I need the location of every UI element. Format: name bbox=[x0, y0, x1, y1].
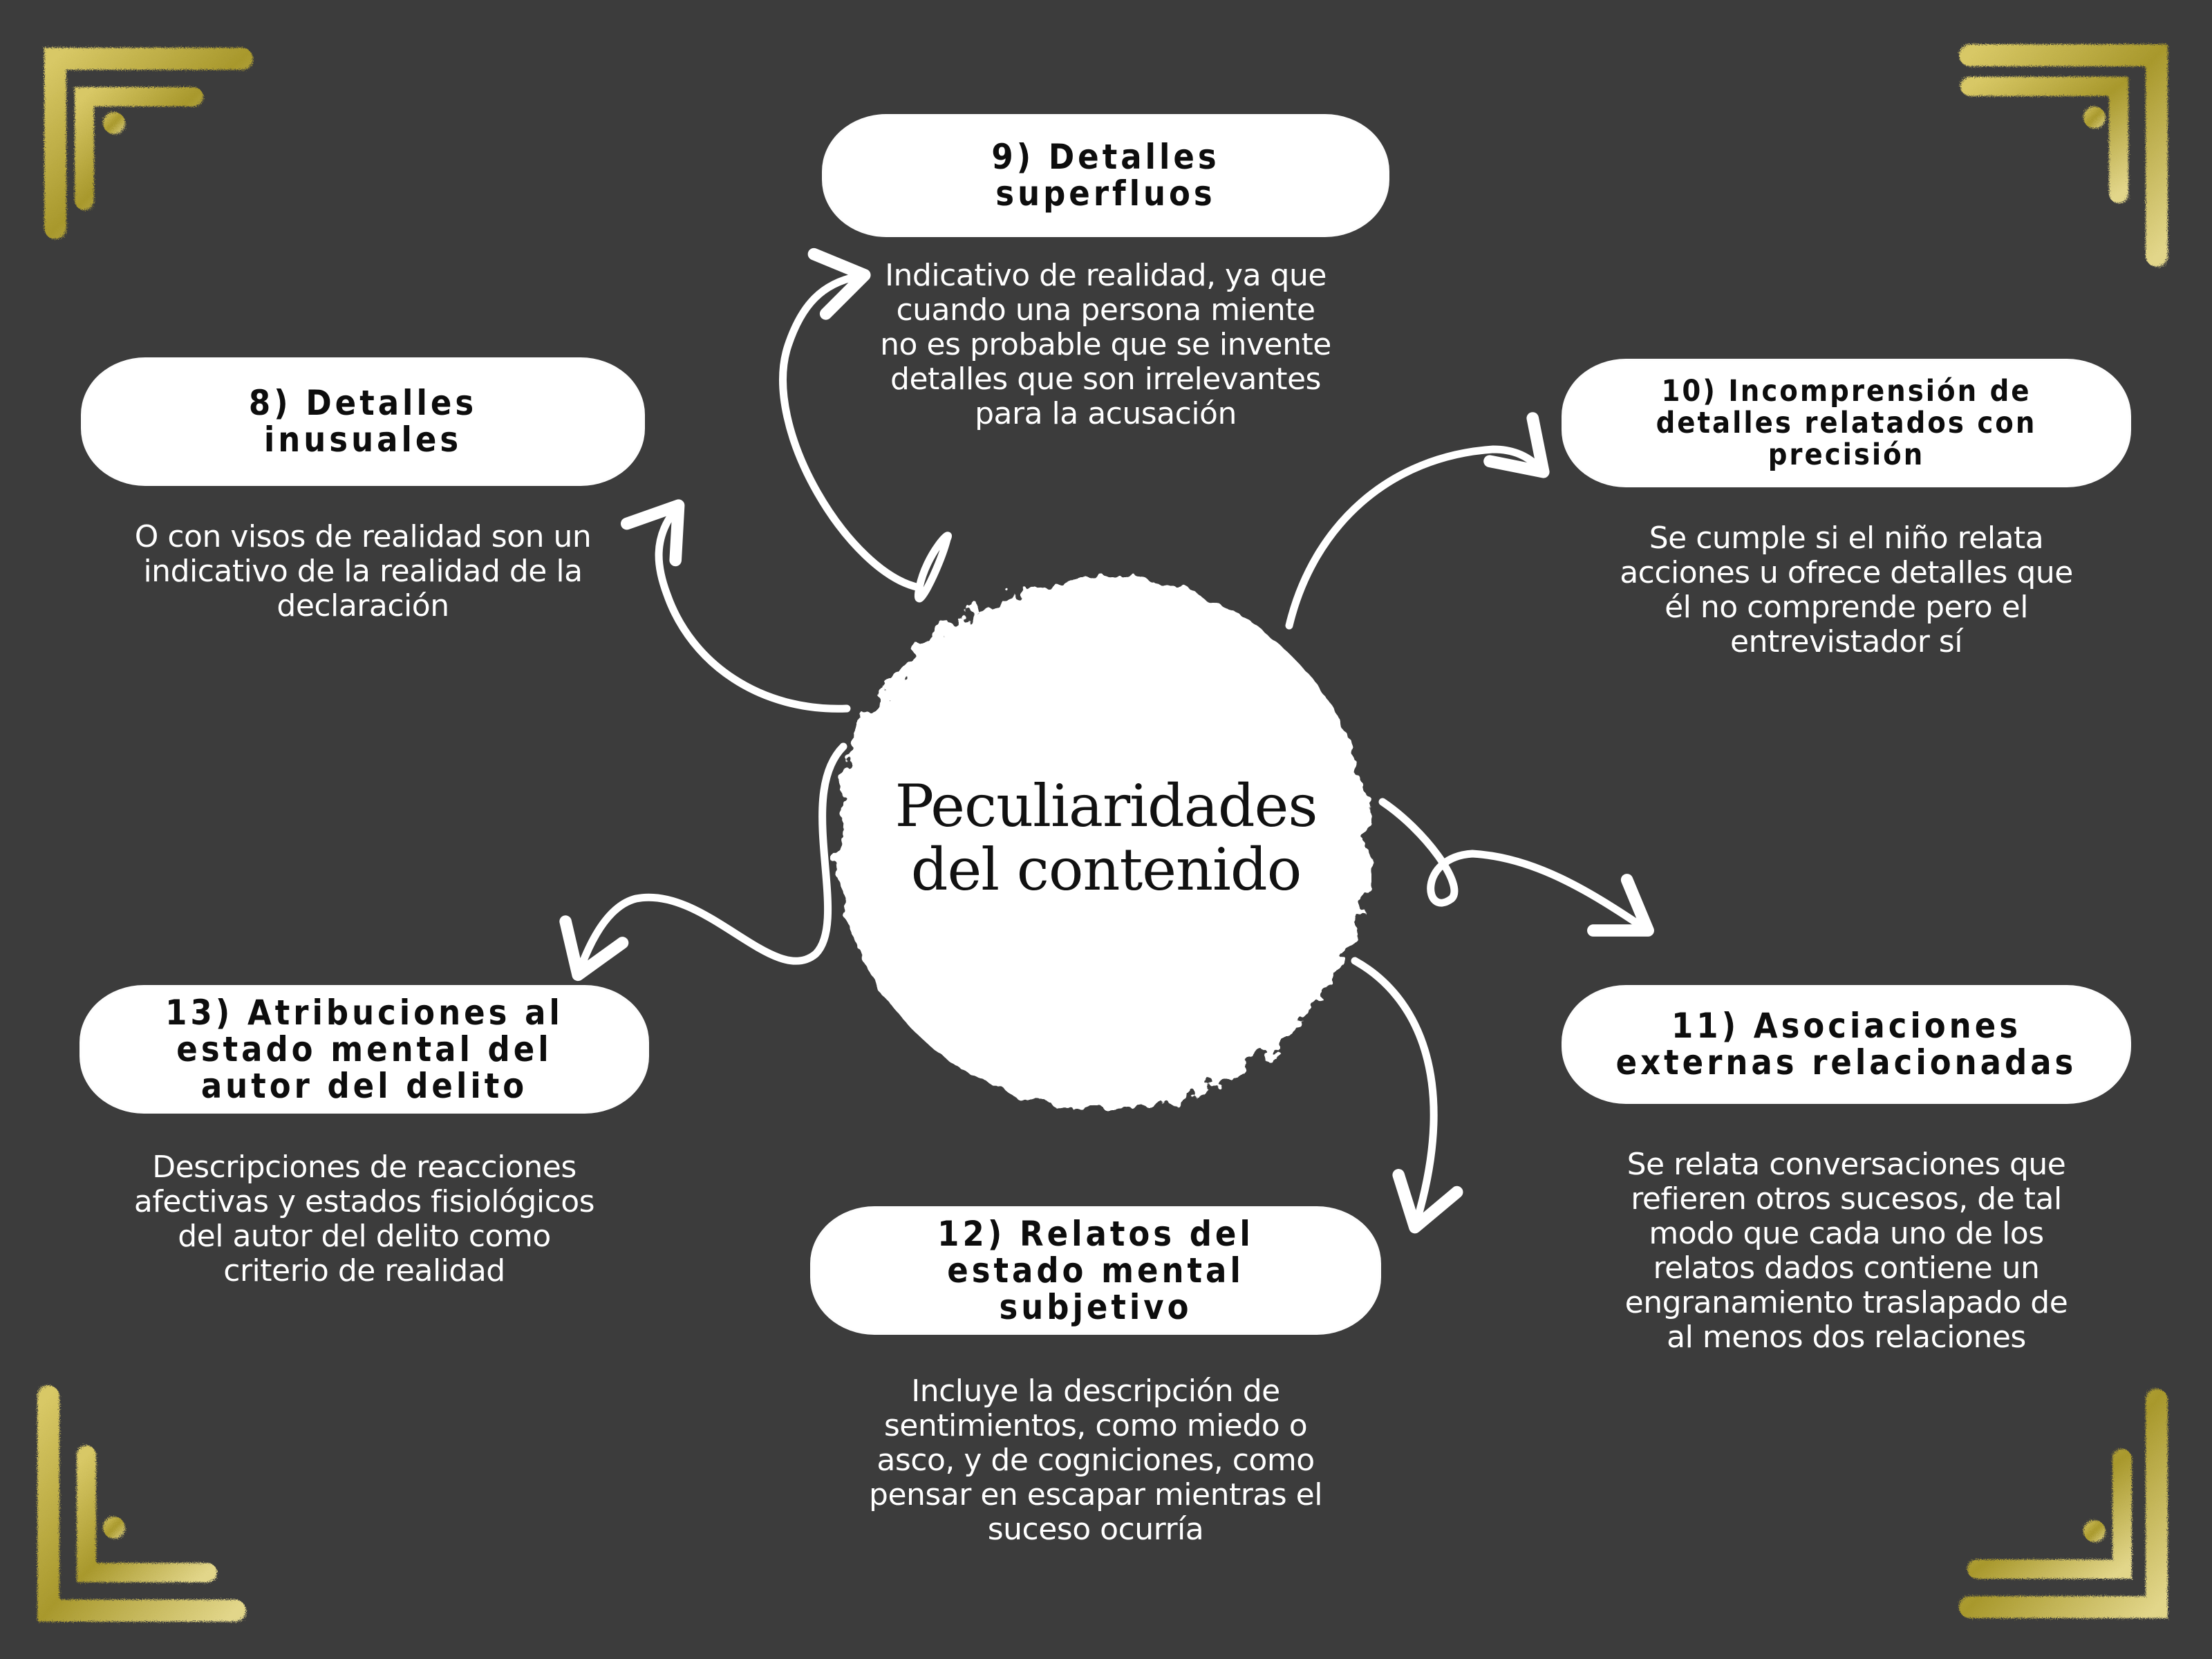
corner-ornament-bottom-left bbox=[37, 1385, 246, 1622]
node-9-description: Indicativo de realidad, ya que cuando un… bbox=[880, 258, 1331, 431]
arrow-to-node-8 bbox=[621, 499, 851, 713]
node-10-description: Se cumple si el niño relata acciones u o… bbox=[1620, 521, 2073, 659]
node-13-description: Descripciones de reacciones afectivas y … bbox=[133, 1150, 595, 1288]
node-9-heading: 9) Detalles superfluos bbox=[991, 137, 1220, 214]
node-12-description: Incluye la descripción de sentimientos, … bbox=[869, 1374, 1322, 1547]
node-12-heading: 12) Relatos del estado mental subjetivo bbox=[937, 1213, 1254, 1327]
node-13-heading: 13) Atribuciones al estado mental del au… bbox=[165, 992, 563, 1106]
node-12-pill: 12) Relatos del estado mental subjetivo bbox=[812, 1208, 1379, 1333]
node-8-pill: 8) Detalles inusuales bbox=[83, 359, 643, 484]
corner-ornament-bottom-right bbox=[1959, 1389, 2168, 1618]
arrow-to-node-12 bbox=[1351, 957, 1463, 1234]
arrow-to-node-10 bbox=[1285, 412, 1550, 630]
node-8-description: O con visos de realidad son un indicativ… bbox=[134, 519, 592, 624]
node-11-description: Se relata conversaciones que refieren ot… bbox=[1624, 1147, 2068, 1355]
node-11-heading: 11) Asociaciones externas relacionadas bbox=[1615, 1006, 2077, 1082]
node-11-pill: 11) Asociaciones externas relacionadas bbox=[1564, 987, 2129, 1102]
node-9-pill: 9) Detalles superfluos bbox=[824, 116, 1387, 235]
node-10-pill: 10) Incomprensión de detalles relatados … bbox=[1564, 361, 2129, 485]
center-title: Peculiaridades del contenido bbox=[894, 772, 1318, 903]
arrow-loop-node-9 bbox=[915, 532, 952, 603]
node-13-pill: 13) Atribuciones al estado mental del au… bbox=[82, 987, 647, 1112]
arrow-to-node-13 bbox=[559, 742, 847, 982]
node-8-heading: 8) Detalles inusuales bbox=[248, 383, 478, 460]
center-circle bbox=[836, 577, 1369, 1109]
corner-ornament-top-left bbox=[44, 48, 253, 239]
corner-ornament-top-right bbox=[1959, 44, 2168, 267]
arrow-to-node-9 bbox=[779, 247, 924, 592]
node-10-heading: 10) Incomprensión de detalles relatados … bbox=[1656, 374, 2037, 472]
arrow-to-node-11 bbox=[1378, 798, 1654, 937]
